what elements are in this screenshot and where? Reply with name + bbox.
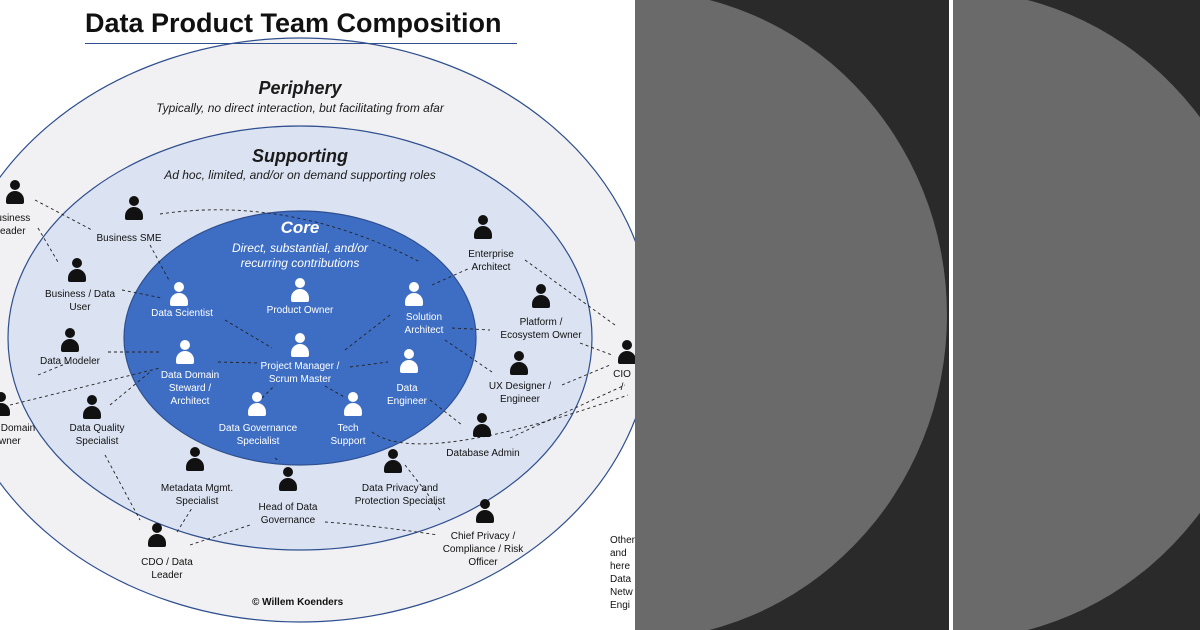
solution-architect-icon (405, 282, 423, 306)
core-title: Core (280, 218, 320, 237)
enterprise-architect-icon (474, 215, 492, 239)
other-roles-note: Other and here Data Netw Engi (610, 535, 635, 611)
product-owner-icon (291, 278, 309, 302)
data-governance-specialist-icon (248, 392, 266, 416)
team-composition-diagram: Data Product Team Composition Periphery … (0, 8, 635, 623)
connector (561, 364, 611, 386)
role-data-governance-specialist: Data Governance Specialist (218, 423, 298, 447)
role-data-domain-steward: Data Domain Steward / Architect (160, 370, 220, 407)
connector (149, 244, 171, 283)
business-data-user-icon (68, 258, 86, 282)
connector (121, 289, 163, 299)
copyright: © Willem Koenders (252, 597, 344, 608)
platform-owner-icon (532, 284, 550, 308)
periphery-title: Periphery (258, 78, 342, 98)
connector-lines (9, 199, 629, 546)
connector (176, 507, 193, 533)
business-leader-icon (6, 180, 24, 204)
role-business-leader: Business Leader (0, 213, 31, 237)
connector (429, 399, 463, 426)
cio-icon (618, 340, 635, 364)
role-database-admin: Database Admin (446, 448, 520, 459)
role-enterprise-architect: Enterprise Architect (468, 249, 514, 273)
role-business-data-user: Business / Data User (44, 289, 116, 313)
data-quality-specialist-icon (83, 395, 101, 419)
supporting-title: Supporting (252, 146, 348, 166)
role-ux-designer: UX Designer / Engineer (488, 381, 552, 405)
database-admin-icon (473, 413, 491, 437)
connector (217, 361, 259, 364)
data-scientist-icon (170, 282, 188, 306)
role-metadata-mgmt-specialist: Metadata Mgmt. Specialist (160, 483, 234, 507)
periphery-subtitle: Typically, no direct interaction, but fa… (156, 101, 444, 115)
role-data-domain-owner: Data Domain Owner (0, 423, 36, 447)
cdo-icon (148, 523, 166, 547)
core-subtitle: Direct, substantial, and/or recurring co… (231, 241, 369, 270)
connector (37, 227, 59, 263)
connector (451, 327, 491, 331)
headset-icon (344, 392, 362, 416)
role-tech-support: Tech Support (330, 423, 366, 447)
role-cdo: CDO / Data Leader (141, 557, 193, 581)
connector (431, 267, 471, 286)
role-product-owner: Product Owner (266, 305, 334, 316)
connector (524, 259, 616, 326)
data-privacy-specialist-icon (384, 449, 402, 473)
connector (109, 371, 151, 406)
role-data-modeler: Data Modeler (39, 356, 101, 367)
role-cio: CIO / (613, 369, 631, 393)
role-data-quality-specialist: Data Quality Specialist (69, 423, 125, 447)
role-chief-privacy: Chief Privacy / Compliance / Risk Office… (442, 531, 524, 568)
panel-disc (953, 0, 1200, 630)
project-manager-icon (291, 333, 309, 357)
data-modeler-icon (61, 328, 79, 352)
supporting-subtitle: Ad hoc, limited, and/or on demand suppor… (164, 168, 436, 182)
role-project-manager: Project Manager / Scrum Master (260, 361, 340, 385)
business-sme-icon (125, 196, 143, 220)
dark-panel-left (635, 0, 949, 630)
connector (274, 457, 281, 463)
dark-panel-right (953, 0, 1200, 630)
connector (104, 454, 141, 521)
connector (34, 199, 93, 231)
connector (9, 367, 161, 406)
metadata-mgmt-specialist-icon (186, 447, 204, 471)
data-domain-steward-icon (176, 340, 194, 364)
connector (371, 394, 629, 445)
role-platform-owner: Platform / Ecosystem Owner (500, 317, 582, 341)
connector (349, 361, 389, 368)
role-data-engineer: Data Engineer (386, 383, 428, 407)
role-business-sme: Business SME (96, 233, 162, 244)
role-head-of-data-governance: Head of Data Governance (258, 502, 318, 526)
data-engineer-icon (400, 349, 418, 373)
head-of-data-governance-icon (279, 467, 297, 491)
diagram-title: Data Product Team Composition (85, 8, 502, 38)
ux-designer-icon (510, 351, 528, 375)
connector (189, 524, 251, 546)
role-data-scientist: Data Scientist (151, 308, 213, 319)
role-solution-architect: Solution Architect (404, 312, 444, 336)
connector (324, 385, 347, 399)
panel-disc (635, 0, 947, 630)
title-underline (85, 43, 517, 44)
data-domain-owner-icon (0, 392, 10, 416)
chief-privacy-icon (476, 499, 494, 523)
role-data-privacy-specialist: Data Privacy and Protection Specialist (354, 483, 446, 507)
